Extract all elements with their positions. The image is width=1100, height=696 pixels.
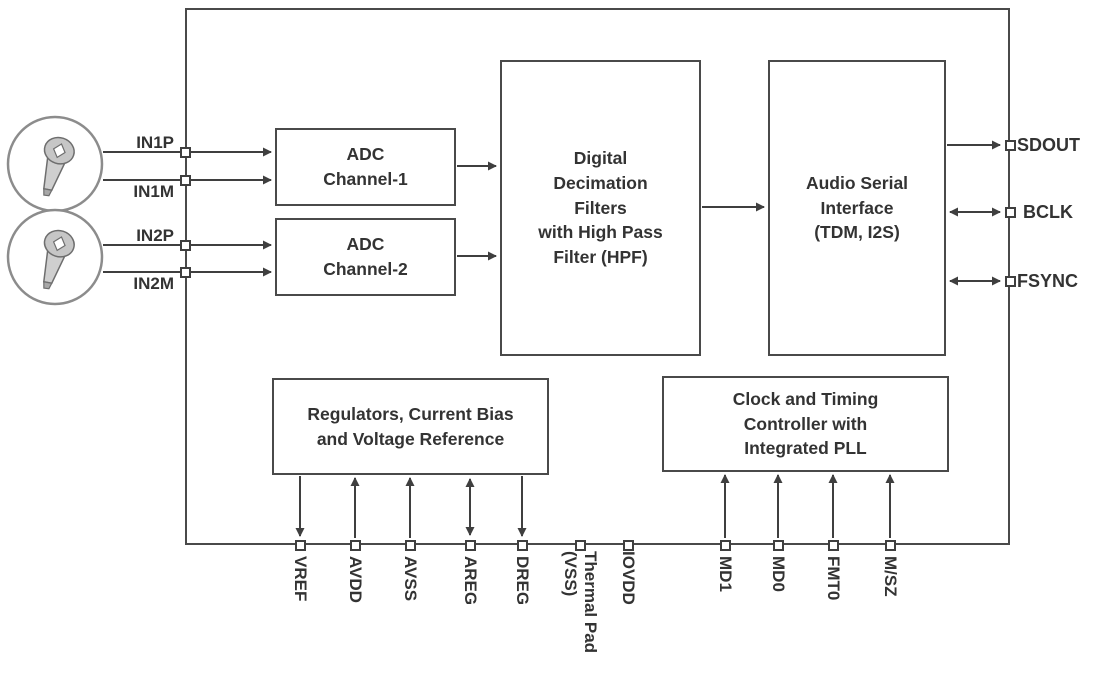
- label-areg: AREG: [461, 556, 480, 606]
- label-avss: AVSS: [401, 556, 420, 602]
- label-in2p: IN2P: [136, 226, 174, 245]
- block-text-line: Integrated PLL: [744, 438, 867, 459]
- pin-iovdd: [622, 539, 634, 551]
- block-clock-timing-controller: Clock and Timing Controller with Integra…: [662, 376, 949, 472]
- label-md0: MD0: [769, 556, 788, 592]
- label-avdd: AVDD: [346, 556, 365, 603]
- block-text-line: Filter (HPF): [553, 247, 648, 268]
- block-audio-serial-interface: Audio Serial Interface (TDM, I2S): [768, 60, 946, 356]
- pin-avss: [404, 539, 416, 551]
- label-in2m: IN2M: [133, 274, 174, 293]
- block-adc-channel-2: ADC Channel-2: [275, 218, 456, 296]
- block-text-line: Digital: [573, 147, 628, 168]
- block-text-line: Decimation: [553, 172, 648, 193]
- pin-fsync: [1004, 275, 1016, 287]
- label-iovdd: IOVDD: [619, 551, 638, 605]
- block-text-line: Channel-1: [323, 169, 408, 189]
- label-fmt0: FMT0: [824, 556, 843, 601]
- pin-thermal-pad: [574, 539, 586, 551]
- label-thermal-pad: Thermal Pad (VSS): [561, 551, 600, 654]
- pin-in2m: [179, 266, 191, 278]
- label-fsync: FSYNC: [1017, 271, 1079, 291]
- pin-in2p: [179, 239, 191, 251]
- block-text-line: ADC: [346, 144, 385, 165]
- block-regulators-bias-reference: Regulators, Current Bias and Voltage Ref…: [272, 378, 549, 475]
- label-dreg: DREG: [513, 556, 532, 606]
- pin-fmt0: [827, 539, 839, 551]
- label-bclk: BCLK: [1023, 202, 1073, 222]
- label-in1m: IN1M: [133, 182, 174, 201]
- label-sdout: SDOUT: [1017, 135, 1080, 155]
- pin-avdd: [349, 539, 361, 551]
- microphone-icon: [6, 115, 104, 213]
- pin-md0: [772, 539, 784, 551]
- label-md1: MD1: [716, 556, 735, 592]
- block-text-line: with High Pass: [538, 222, 663, 243]
- block-text-line: Interface: [820, 197, 894, 218]
- pin-sdout: [1004, 139, 1016, 151]
- label-msz: M/SZ: [881, 556, 900, 597]
- block-adc-channel-1: ADC Channel-1: [275, 128, 456, 206]
- microphone-icon: [6, 208, 104, 306]
- label-vref: VREF: [291, 556, 310, 602]
- block-text-line: ADC: [346, 234, 385, 255]
- block-text-line: and Voltage Reference: [316, 428, 505, 449]
- block-text-line: Clock and Timing: [732, 388, 879, 409]
- pin-areg: [464, 539, 476, 551]
- block-text-line: Controller with: [743, 413, 868, 434]
- block-digital-decimation-filters: Digital Decimation Filters with High Pas…: [500, 60, 701, 356]
- label-in1p: IN1P: [136, 133, 174, 152]
- block-text-line: Filters: [574, 197, 627, 218]
- pin-vref: [294, 539, 306, 551]
- block-text-line: (TDM, I2S): [814, 222, 900, 243]
- pin-in1m: [179, 174, 191, 186]
- block-text-line: Audio Serial: [805, 172, 909, 193]
- pin-dreg: [516, 539, 528, 551]
- pin-md1: [719, 539, 731, 551]
- pin-bclk: [1004, 206, 1016, 218]
- pin-in1p: [179, 146, 191, 158]
- block-text-line: Regulators, Current Bias: [307, 403, 514, 424]
- block-text-line: Channel-2: [323, 259, 408, 279]
- pin-msz: [884, 539, 896, 551]
